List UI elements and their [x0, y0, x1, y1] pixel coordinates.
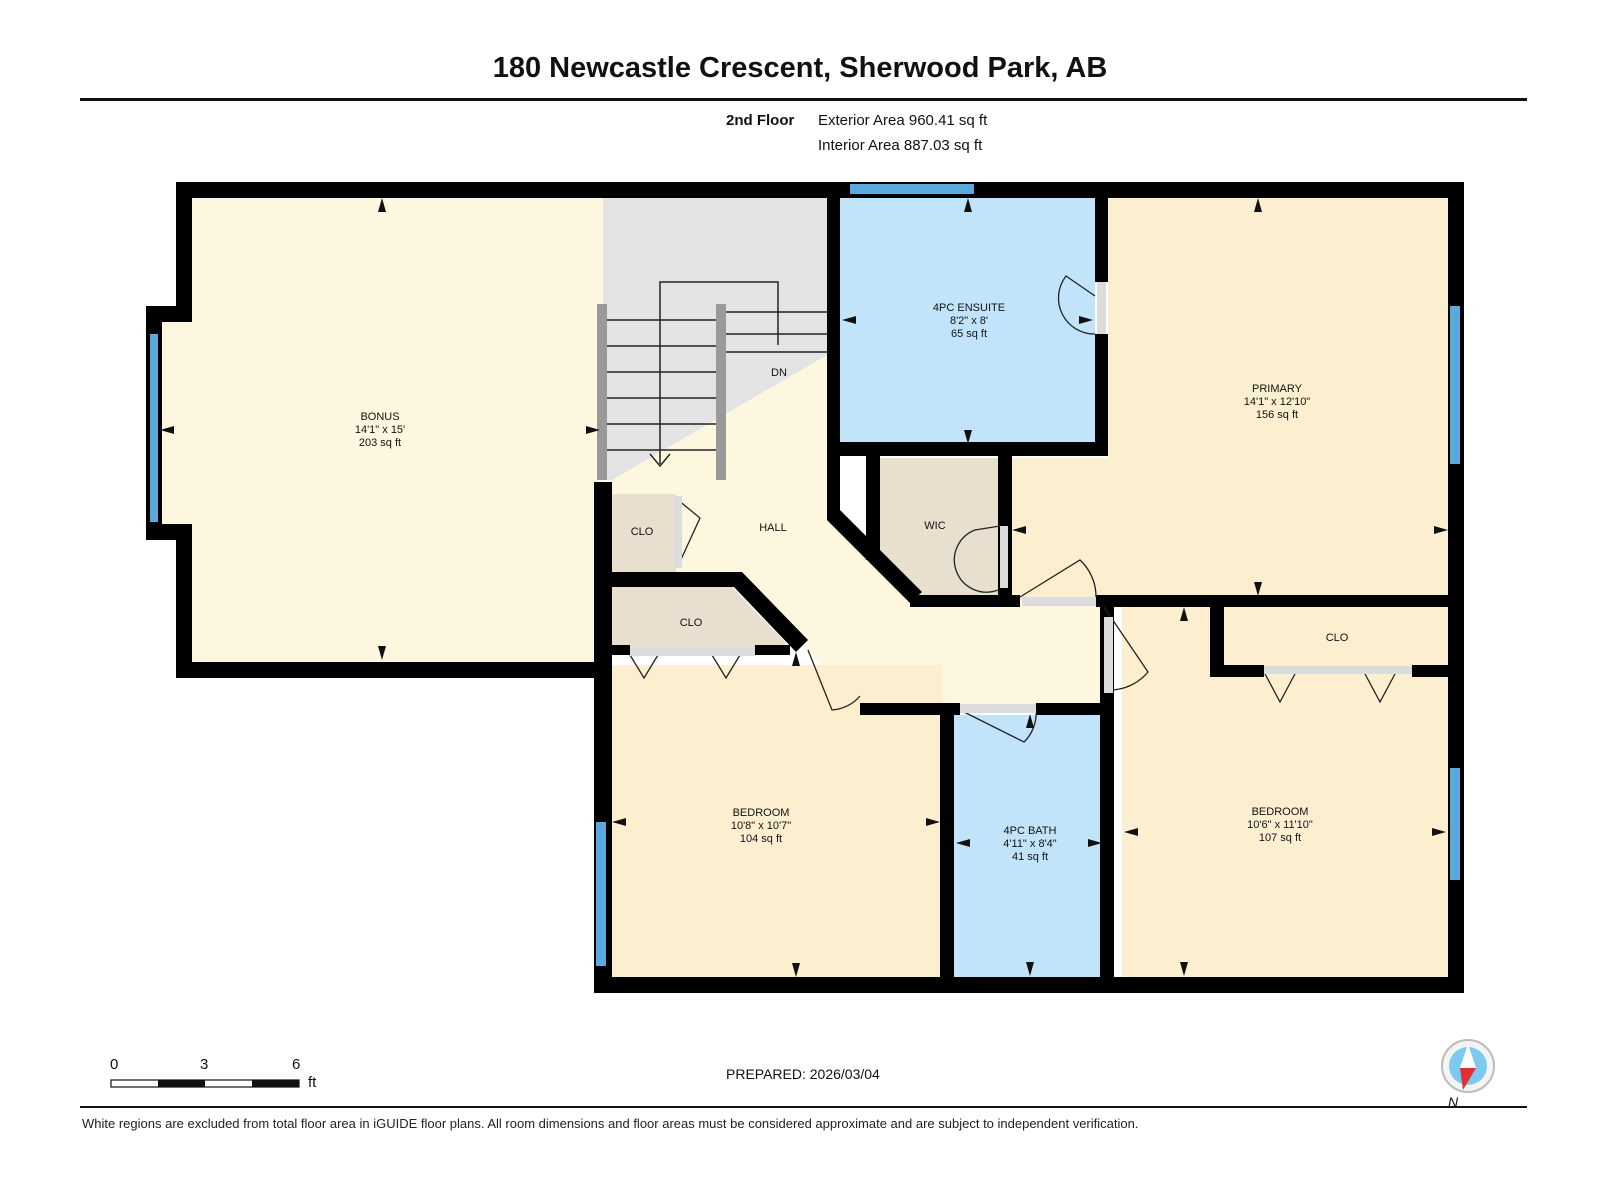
room-bath	[954, 715, 1104, 977]
bedroom2-area: 107 sq ft	[1259, 832, 1301, 844]
bedroom1-area: 104 sq ft	[740, 833, 782, 845]
title-rule	[80, 98, 1527, 101]
interior-area: Interior Area 887.03 sq ft	[818, 137, 983, 154]
windows	[150, 184, 1460, 966]
scale-tick-0: 0	[110, 1056, 119, 1073]
clo-hall-label: CLO	[631, 526, 654, 538]
bath-area: 41 sq ft	[1012, 851, 1048, 863]
room-ensuite	[840, 198, 1095, 446]
scale-tick-6: 6	[292, 1056, 301, 1073]
stairs-down-label: DN	[771, 367, 787, 379]
dimension-arrows	[160, 198, 1448, 977]
bedroom1-label: BEDROOM	[733, 807, 790, 819]
room-bonus-bay	[158, 322, 188, 524]
bath-dims: 4'11" x 8'4"	[1003, 838, 1056, 850]
bedroom1-dims: 10'8" x 10'7"	[731, 820, 791, 832]
door-openings	[630, 282, 1412, 713]
prepared-date: PREPARED: 2026/03/04	[726, 1066, 880, 1082]
primary-area: 156 sq ft	[1256, 409, 1298, 421]
floor-name: 2nd Floor	[726, 112, 795, 129]
disclaimer-text: White regions are excluded from total fl…	[82, 1116, 1139, 1131]
bedroom2-label: BEDROOM	[1252, 806, 1309, 818]
room-wic	[872, 458, 998, 595]
room-clo-bed1	[612, 587, 785, 652]
room-clo-hall	[612, 494, 676, 572]
room-bonus	[186, 198, 603, 662]
wic-label: WIC	[924, 520, 945, 532]
north-compass-icon	[1441, 1039, 1495, 1093]
room-bedroom1	[612, 665, 942, 977]
scale-bar	[110, 1079, 300, 1088]
room-primary	[1012, 198, 1448, 598]
scale-tick-3: 3	[200, 1056, 209, 1073]
bath-label: 4PC BATH	[1004, 825, 1057, 837]
bedroom2-dims: 10'6" x 11'10"	[1247, 819, 1313, 831]
scale-unit: ft	[308, 1074, 317, 1091]
plan-title: 180 Newcastle Crescent, Sherwood Park, A…	[492, 52, 1108, 84]
hall-label: HALL	[759, 522, 787, 534]
room-bedroom2	[1122, 607, 1448, 977]
bonus-label: BONUS	[360, 411, 399, 423]
footer-rule	[80, 1106, 1527, 1108]
staircase	[597, 281, 827, 480]
exterior-area: Exterior Area 960.41 sq ft	[818, 112, 988, 129]
clo-bed1-label: CLO	[680, 617, 703, 629]
doors	[629, 275, 1397, 743]
bonus-dims: 14'1" x 15'	[355, 424, 405, 436]
room-hall	[612, 355, 1110, 705]
ensuite-dims: 8'2" x 8'	[950, 315, 988, 327]
clo-bed2-label: CLO	[1326, 632, 1349, 644]
ensuite-label: 4PC ENSUITE	[933, 302, 1005, 314]
compass-north-label: N	[1448, 1094, 1459, 1110]
primary-label: PRIMARY	[1252, 383, 1303, 395]
primary-dims: 14'1" x 12'10"	[1244, 396, 1311, 408]
bonus-area: 203 sq ft	[359, 437, 401, 449]
room-labels: BONUS 14'1" x 15' 203 sq ft 4PC ENSUITE …	[355, 302, 1349, 863]
ensuite-area: 65 sq ft	[951, 328, 987, 340]
